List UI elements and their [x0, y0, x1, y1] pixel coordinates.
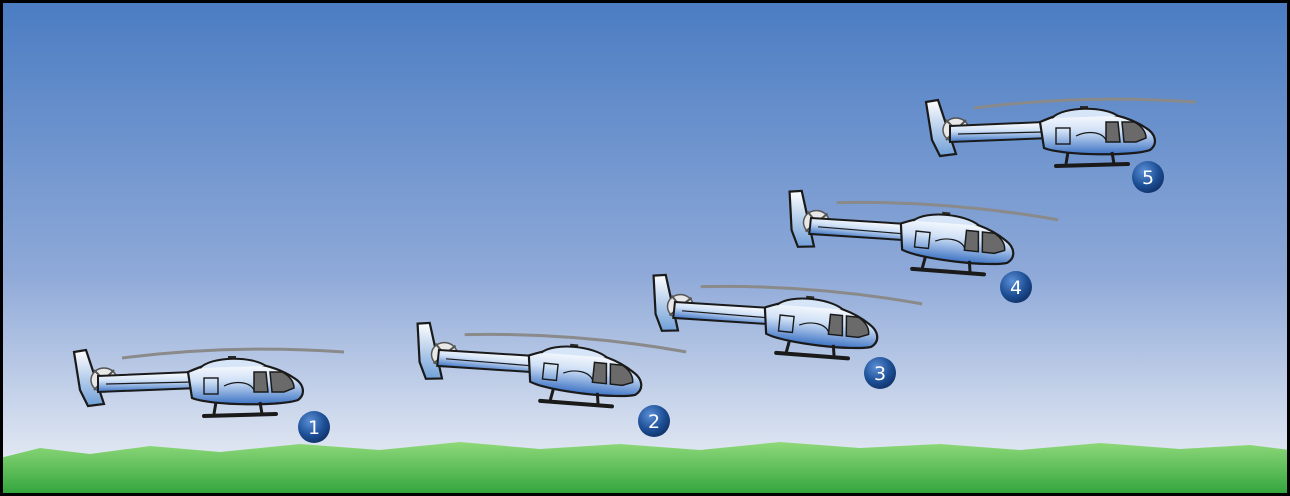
- stage-badge-1: 1: [298, 411, 330, 443]
- stage-number-3: 3: [874, 363, 886, 385]
- stage-badge-2: 2: [638, 405, 670, 437]
- stage-badge-5: 5: [1132, 161, 1164, 193]
- stage-number-4: 4: [1010, 277, 1022, 299]
- stage-badge-4: 4: [1000, 271, 1032, 303]
- stage-number-1: 1: [308, 417, 320, 439]
- stage-number-2: 2: [648, 411, 660, 433]
- stage-badge-3: 3: [864, 357, 896, 389]
- stage-number-5: 5: [1142, 167, 1154, 189]
- grass-ground: [0, 442, 1290, 496]
